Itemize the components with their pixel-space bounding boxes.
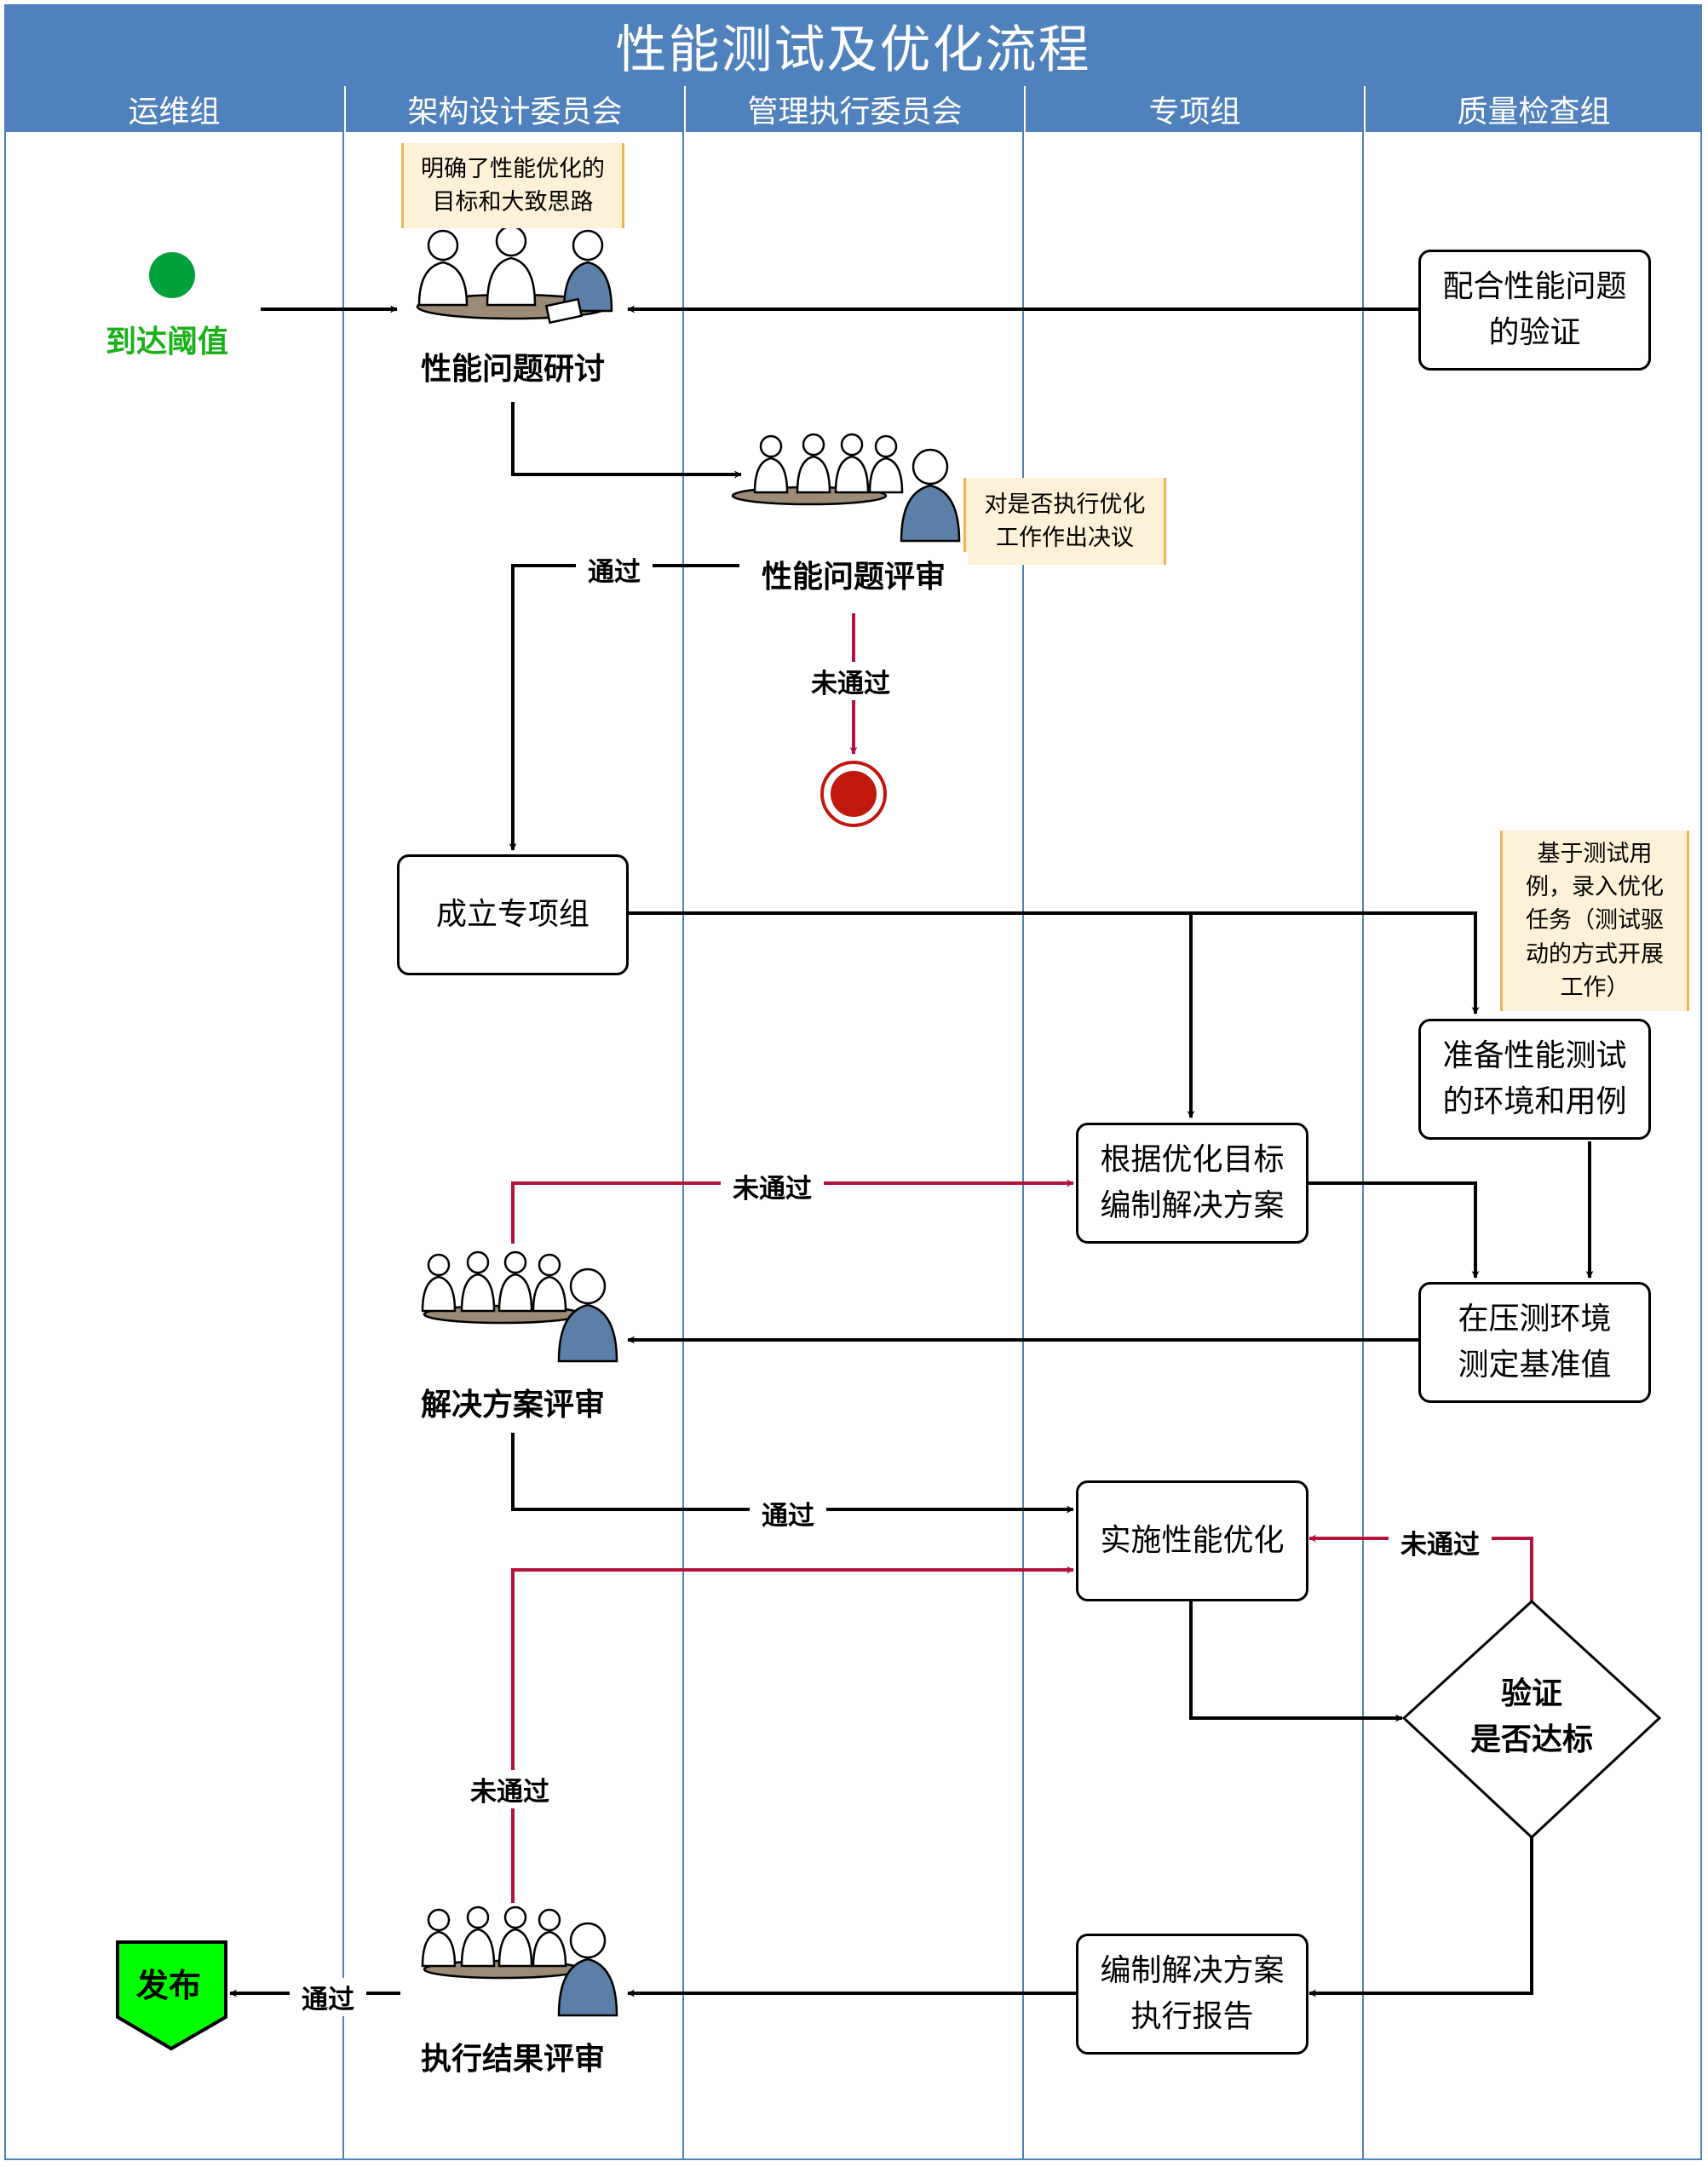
lane-divider — [342, 132, 344, 2160]
box-baseline: 在压测环境 测定基准值 — [1418, 1282, 1651, 1403]
edge-plan-to-baseline — [1306, 1181, 1480, 1279]
people-icon-discuss — [416, 225, 613, 325]
diagram-title: 性能测试及优化流程 — [4, 4, 1702, 86]
start-node — [149, 252, 195, 298]
edge-label-pass-review: 通过 — [576, 550, 653, 589]
edge-solution-review-fail — [511, 1179, 1074, 1244]
end-node — [820, 761, 887, 827]
lane-divider — [1362, 132, 1364, 2160]
box-cooperate-verify: 配合性能问题 的验证 — [1418, 250, 1651, 371]
meeting-label-result-review: 执行结果评审 — [420, 2042, 605, 2077]
note-decide: 对是否执行优化 工作作出决议 — [963, 478, 1166, 565]
lane-divider — [1022, 132, 1024, 2160]
edge-group-to-prepare — [629, 911, 1480, 1015]
edge-label-pass-solution: 通过 — [750, 1494, 826, 1532]
edge-verify-to-report — [1308, 1837, 1533, 1997]
verify-decision-diamond — [1401, 1599, 1662, 1840]
meeting-label-discuss: 性能问题研讨 — [420, 352, 605, 387]
meeting-label-review: 性能问题评审 — [739, 552, 968, 596]
decision-label: 验证 是否达标 — [1469, 1676, 1593, 1757]
lane-header-qa: 质量检查组 — [1364, 86, 1702, 132]
people-icon-result-review — [421, 1905, 618, 2017]
edge-label-fail-result: 未通过 — [458, 1770, 561, 1808]
box-prepare-env: 准备性能测试 的环境和用例 — [1418, 1019, 1651, 1140]
edge-label-fail-solution: 未通过 — [721, 1167, 824, 1205]
edge-discuss-to-review — [511, 402, 742, 479]
box-report: 编制解决方案 执行报告 — [1076, 1934, 1308, 2055]
edge-implement-to-verify — [1189, 1601, 1403, 1722]
start-label: 到达阈值 — [106, 325, 229, 359]
box-form-group: 成立专项组 — [397, 854, 629, 975]
edge-result-review-fail — [511, 1566, 1074, 1903]
box-plan-solution: 根据优化目标 编制解决方案 — [1076, 1123, 1308, 1244]
box-implement: 实施性能优化 — [1076, 1480, 1308, 1601]
note-test-case: 基于测试用 例，录入优化 任务（测试驱 动的方式开展 工作） — [1500, 831, 1689, 1011]
lane-header-management: 管理执行委员会 — [684, 86, 1024, 132]
lane-divider — [682, 132, 684, 2160]
edge-solution-review-pass — [511, 1433, 1074, 1514]
people-icon-review — [731, 433, 961, 543]
lane-header-ops: 运维组 — [4, 86, 344, 132]
meeting-label-solution-review: 解决方案评审 — [420, 1388, 605, 1423]
lane-header-architecture: 架构设计委员会 — [344, 86, 684, 132]
edge-review-pass-to-group — [509, 564, 739, 851]
lane-header-project-team: 专项组 — [1024, 86, 1364, 132]
note-clear-goal: 明确了性能优化的 目标和大致思路 — [401, 143, 624, 228]
edge-label-fail-verify: 未通过 — [1389, 1523, 1492, 1561]
people-icon-solution-review — [421, 1250, 618, 1363]
publish-label: 发布 — [136, 1967, 202, 2004]
edge-label-fail-review: 未通过 — [799, 662, 902, 700]
publish-shape — [116, 1940, 227, 2051]
edge-verify-fail — [1308, 1534, 1533, 1601]
edge-label-pass-result: 通过 — [290, 1978, 366, 2016]
